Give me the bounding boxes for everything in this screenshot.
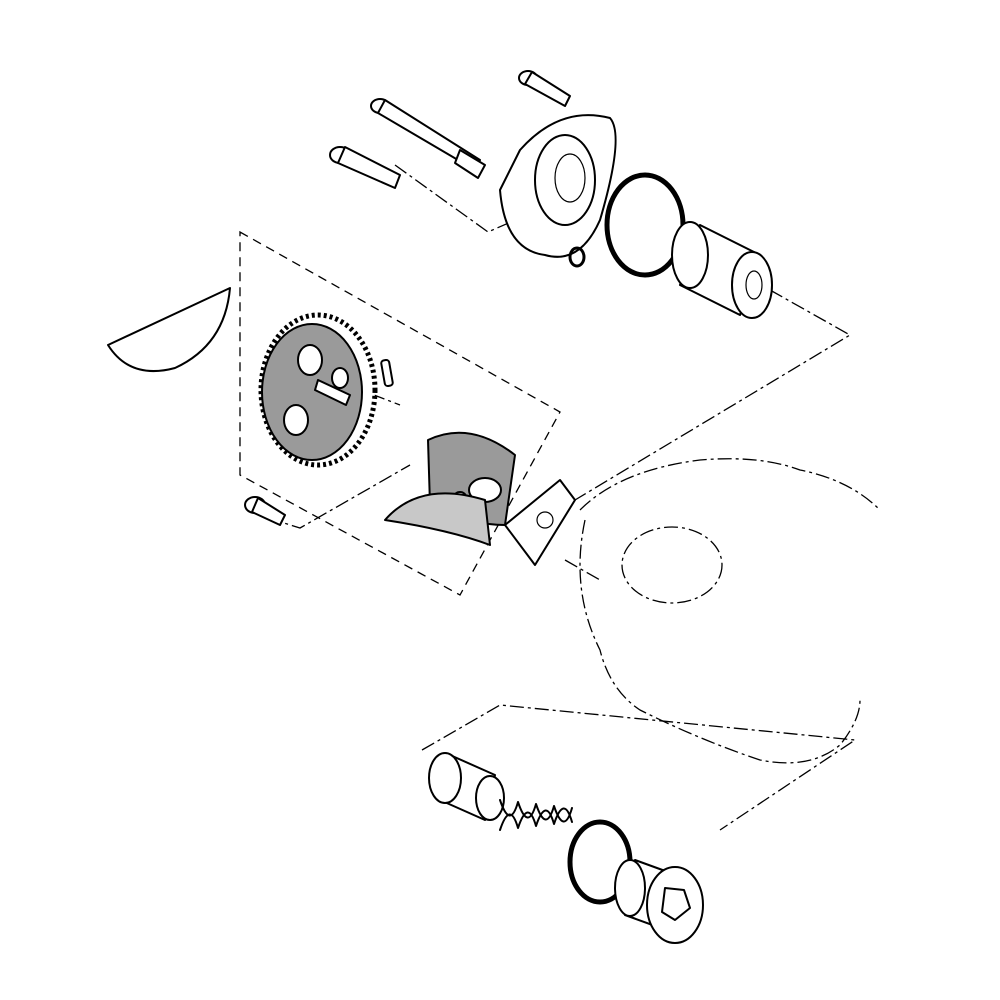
pump-gasket	[504, 479, 576, 566]
dowel-pin	[380, 358, 394, 388]
oil-pump	[384, 431, 516, 546]
half-cover-left	[107, 287, 231, 372]
filter-cover	[499, 114, 617, 258]
engine-case-outline	[579, 458, 881, 764]
engine-case-boss	[621, 526, 723, 604]
oil-strainer	[428, 752, 505, 821]
pump-screw	[244, 496, 286, 526]
long-bolt	[370, 98, 486, 179]
short-bolt	[329, 146, 401, 189]
oil-filter-cartridge	[671, 221, 773, 319]
drain-bolt	[614, 859, 704, 944]
small-bolt-top	[518, 70, 571, 107]
spring	[499, 799, 573, 831]
assembly-boundary	[239, 230, 561, 596]
o-ring-small	[568, 246, 586, 268]
gasket-hole	[536, 511, 554, 529]
drive-gear	[258, 312, 378, 468]
